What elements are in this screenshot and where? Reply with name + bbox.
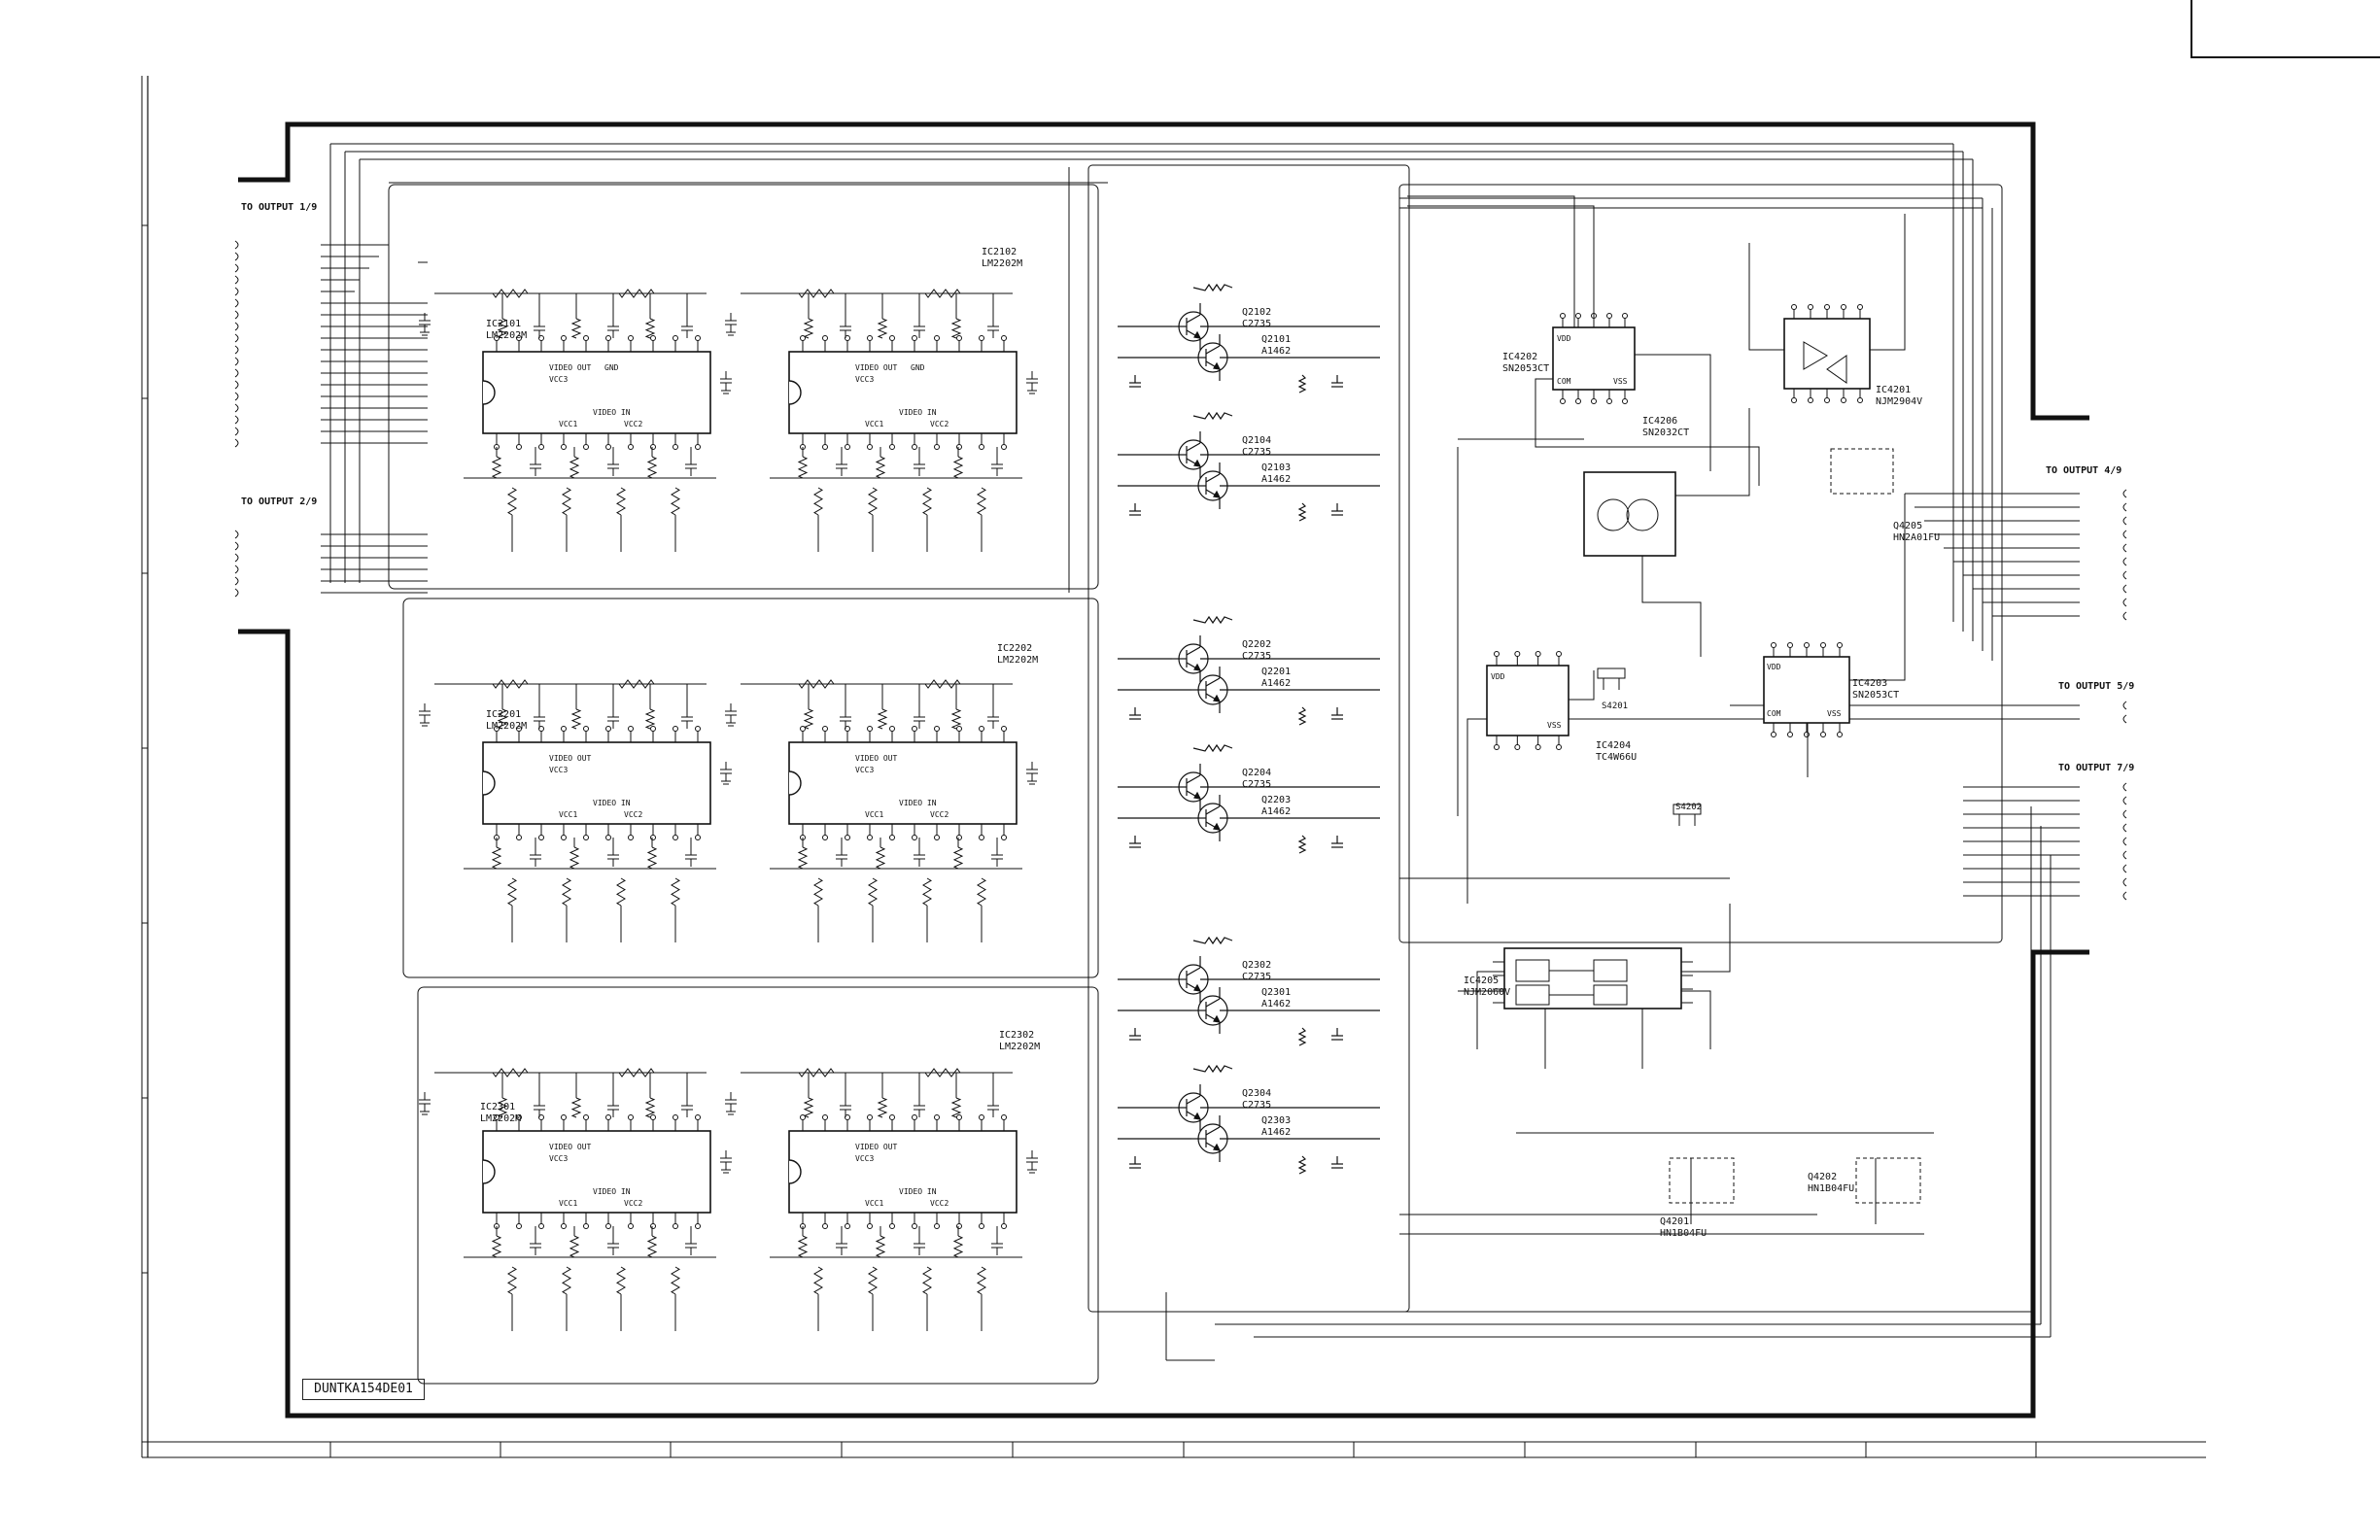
ic2102-gnd: GND — [911, 363, 925, 372]
ic2102-video-in: VIDEO IN — [899, 408, 937, 417]
q2304-label: Q2304 C2735 — [1242, 1088, 1272, 1111]
ic2302-video-out: VIDEO OUT — [855, 1143, 898, 1151]
ic2101-gnd: GND — [604, 363, 619, 372]
q2201-label: Q2201 A1462 — [1261, 667, 1292, 689]
ic4202-vss: VSS — [1613, 377, 1628, 386]
q2203-label: Q2203 A1462 — [1261, 795, 1292, 817]
passive-networks — [419, 289, 1038, 1331]
ic2202-vcc2: VCC2 — [930, 810, 949, 819]
ic4201-label: IC4201 NJM2904V — [1876, 385, 1923, 407]
logic-ic-detail — [1515, 341, 1847, 1006]
ic2201-vcc1: VCC1 — [559, 810, 578, 819]
q2103-label: Q2103 A1462 — [1261, 462, 1292, 485]
ic2102-vcc3: VCC3 — [855, 375, 875, 384]
ic4204-vss: VSS — [1547, 721, 1562, 730]
ic2101-video-in: VIDEO IN — [593, 408, 631, 417]
ic2302-video-in: VIDEO IN — [899, 1187, 937, 1196]
ic2201-video-out: VIDEO OUT — [549, 754, 592, 763]
ic2102-vcc2: VCC2 — [930, 420, 949, 428]
ic2101-vcc1: VCC1 — [559, 420, 578, 428]
ic2102-label: IC2102 LM2202M — [982, 247, 1023, 269]
ic4204-vdd: VDD — [1491, 672, 1505, 681]
dual-transistor-packages — [1669, 448, 1921, 1204]
ic4202-vdd: VDD — [1557, 334, 1571, 343]
s4201-label: S4201 — [1602, 702, 1629, 711]
q2303-label: Q2303 A1462 — [1261, 1115, 1292, 1138]
header-to-output-4: TO OUTPUT 4/9 — [2046, 465, 2122, 476]
q2102-label: Q2102 C2735 — [1242, 307, 1272, 329]
ic4203-com: COM — [1767, 709, 1781, 718]
ic2201-video-in: VIDEO IN — [593, 799, 631, 807]
ic4202-com: COM — [1557, 377, 1571, 386]
header-to-output-5: TO OUTPUT 5/9 — [2058, 681, 2135, 692]
ic2302-vcc1: VCC1 — [865, 1199, 884, 1208]
ic2302-label: IC2302 LM2202M — [999, 1030, 1041, 1052]
sheet-frame — [141, 76, 2206, 1458]
ic2202-video-in: VIDEO IN — [899, 799, 937, 807]
ic2201-label: IC2201 LM2202M — [486, 709, 528, 732]
ic2301-label: IC2301 LM2202M — [480, 1102, 522, 1124]
logic-ic-pins — [1493, 304, 1863, 1004]
ic2101-video-out: VIDEO OUT — [549, 363, 592, 372]
ic2201-vcc2: VCC2 — [624, 810, 643, 819]
connector-out2 — [234, 530, 428, 598]
q2202-label: Q2202 C2735 — [1242, 639, 1272, 662]
ic2202-video-out: VIDEO OUT — [855, 754, 898, 763]
ic4203-vss: VSS — [1827, 709, 1842, 718]
ic2101-label: IC2101 LM2202M — [486, 319, 528, 341]
ic2301-video-in: VIDEO IN — [593, 1187, 631, 1196]
connector-out1 — [234, 240, 428, 448]
ic-pins — [494, 335, 1007, 1229]
q2301-label: Q2301 A1462 — [1261, 987, 1292, 1010]
ic2202-vcc1: VCC1 — [865, 810, 884, 819]
ic4203-label: IC4203 SN2053CT — [1852, 678, 1900, 701]
ic2201-vcc3: VCC3 — [549, 766, 569, 774]
amp-ic-notches — [482, 380, 802, 1184]
ic4204-label: IC4204 TC4W66U — [1596, 740, 1638, 763]
right-wiring — [1165, 195, 2052, 1361]
ic4203-vdd: VDD — [1767, 663, 1781, 671]
q2302-label: Q2302 C2735 — [1242, 960, 1272, 982]
connector-out4 — [1905, 489, 2127, 621]
header-to-output-1: TO OUTPUT 1/9 — [241, 202, 318, 213]
ic2301-vcc1: VCC1 — [559, 1199, 578, 1208]
ic2101-vcc2: VCC2 — [624, 420, 643, 428]
q2101-label: Q2101 A1462 — [1261, 334, 1292, 357]
ic2301-vcc3: VCC3 — [549, 1154, 569, 1163]
logic-ic-bodies — [1486, 318, 1871, 1010]
sheet-corner-box — [2190, 0, 2380, 58]
q4201-label: Q4201 HN1B04FU — [1660, 1216, 1707, 1239]
q2104-label: Q2104 C2735 — [1242, 435, 1272, 458]
q4205-label: Q4205 HN2A01FU — [1893, 521, 1941, 543]
q4202-label: Q4202 HN1B04FU — [1808, 1172, 1855, 1194]
ic2102-vcc1: VCC1 — [865, 420, 884, 428]
ic2302-vcc2: VCC2 — [930, 1199, 949, 1208]
amp-ic-bodies — [482, 351, 1018, 1214]
ic2101-vcc3: VCC3 — [549, 375, 569, 384]
q2204-label: Q2204 C2735 — [1242, 768, 1272, 790]
ic2202-label: IC2202 LM2202M — [997, 643, 1039, 666]
connector-out7 — [1963, 782, 2127, 901]
switches-drawing — [1597, 667, 1702, 826]
pwb-outline — [238, 121, 2089, 1419]
ic4205-label: IC4205 NJM2060V — [1464, 975, 1511, 998]
ic2302-vcc3: VCC3 — [855, 1154, 875, 1163]
ic2301-vcc2: VCC2 — [624, 1199, 643, 1208]
board-code-label: DUNTKA154DE01 — [302, 1379, 425, 1400]
header-to-output-7: TO OUTPUT 7/9 — [2058, 763, 2135, 773]
transistor-column — [1118, 283, 1380, 1175]
ic2301-video-out: VIDEO OUT — [549, 1143, 592, 1151]
header-to-output-2: TO OUTPUT 2/9 — [241, 496, 318, 507]
ic4202-label: IC4202 SN2053CT — [1502, 352, 1550, 374]
ic2102-video-out: VIDEO OUT — [855, 363, 898, 372]
ic4206-label: IC4206 SN2032CT — [1642, 416, 1690, 438]
ic2202-vcc3: VCC3 — [855, 766, 875, 774]
s4202-label: S4202 — [1675, 803, 1703, 812]
